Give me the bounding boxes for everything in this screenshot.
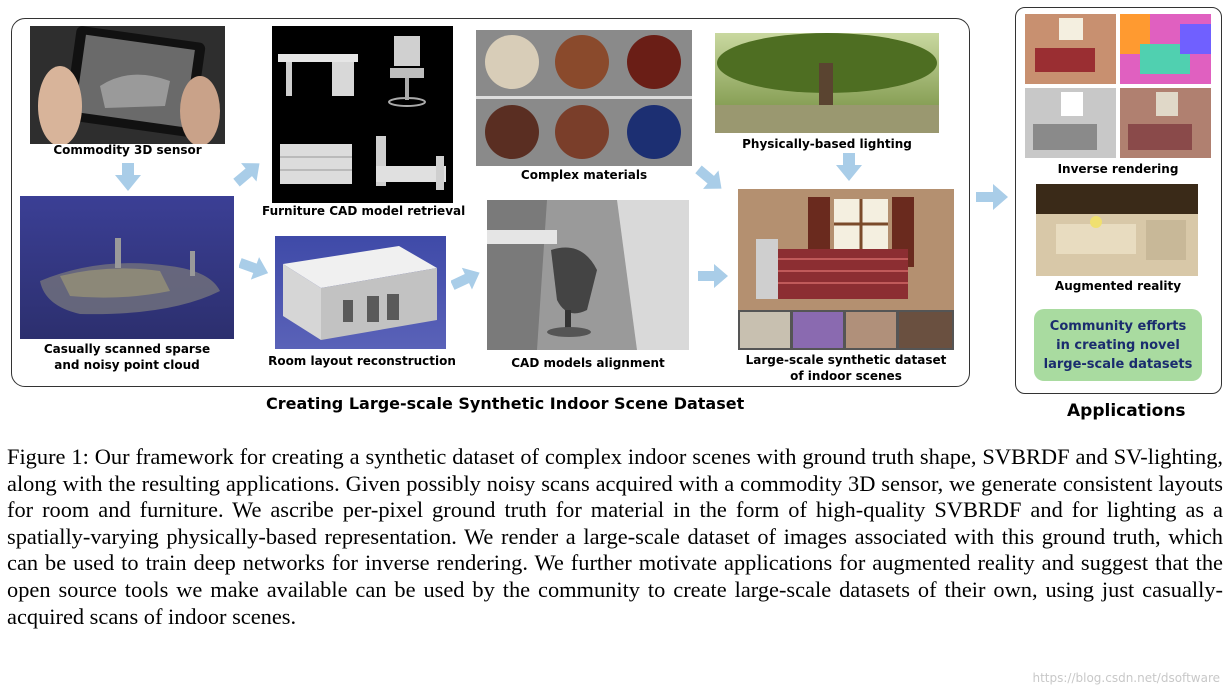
point-cloud-caption-line2: and noisy point cloud <box>54 358 200 372</box>
arrow-down-icon <box>836 153 862 181</box>
arrow-down-icon <box>115 163 141 191</box>
applications-title: Applications <box>1067 401 1186 421</box>
layout-caption: Room layout reconstruction <box>268 354 456 368</box>
dataset-caption-line2: of indoor scenes <box>790 369 902 383</box>
arrow-up-right-icon <box>233 163 260 187</box>
arrow-right-icon <box>451 267 480 290</box>
inverse-render-image-3 <box>1025 88 1116 158</box>
watermark: https://blog.csdn.net/dsoftware <box>1032 671 1220 685</box>
cad-retrieval-caption: Furniture CAD model retrieval <box>262 204 466 218</box>
point-cloud-image <box>20 196 234 339</box>
inverse-render-image-2 <box>1120 14 1211 84</box>
layout-image <box>275 236 446 349</box>
lighting-image <box>715 33 939 133</box>
arrow-right-icon <box>698 264 728 288</box>
alignment-image <box>487 200 689 350</box>
arrow-right-icon <box>239 257 269 280</box>
sensor-caption: Commodity 3D sensor <box>53 143 202 157</box>
augmented-reality-caption: Augmented reality <box>1054 279 1182 293</box>
arrow-right-icon <box>976 184 1008 210</box>
materials-image <box>476 30 692 166</box>
cad-retrieval-image <box>272 26 453 203</box>
materials-caption: Complex materials <box>520 168 648 182</box>
community-efforts-box: Community efforts in creating novel larg… <box>1034 309 1202 381</box>
lighting-caption: Physically-based lighting <box>742 137 912 151</box>
dataset-image <box>738 189 954 350</box>
sensor-image <box>30 26 225 144</box>
augmented-reality-image <box>1036 184 1198 276</box>
main-panel-title: Creating Large-scale Synthetic Indoor Sc… <box>266 394 745 413</box>
inverse-rendering-caption: Inverse rendering <box>1057 162 1179 176</box>
inverse-render-image-1 <box>1025 14 1116 84</box>
dataset-caption-line1: Large-scale synthetic dataset <box>745 353 947 367</box>
alignment-caption: CAD models alignment <box>511 356 665 370</box>
figure-caption: Figure 1: Our framework for creating a s… <box>7 444 1223 629</box>
community-efforts-text: Community efforts in creating novel larg… <box>1043 318 1193 372</box>
arrow-down-right-icon <box>695 165 722 189</box>
point-cloud-caption-line1: Casually scanned sparse <box>43 342 211 356</box>
inverse-render-image-4 <box>1120 88 1211 158</box>
